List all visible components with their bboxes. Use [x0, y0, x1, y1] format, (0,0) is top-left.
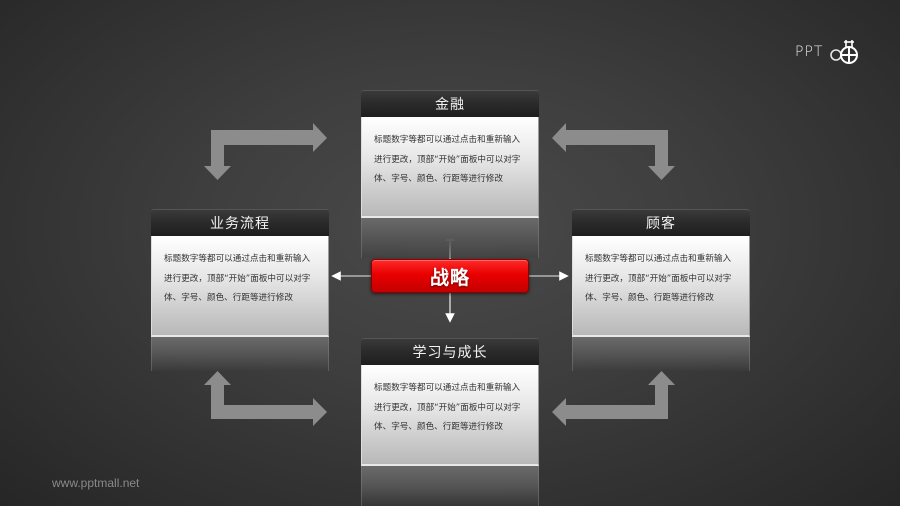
logo: PPT: [795, 36, 859, 68]
elbow-arrow-top-left-icon: [204, 123, 327, 180]
card-title: 业务流程: [151, 209, 329, 236]
elbow-arrow-bottom-left-icon: [204, 371, 327, 426]
card-reflection: [361, 466, 539, 506]
footer-url: www.pptmall.net: [52, 476, 140, 490]
card-body-text: 标题数字等都可以通过点击和重新输入进行更改，顶部“开始”面板中可以对字体、字号、…: [361, 117, 539, 218]
elbow-arrow-top-right-icon: [552, 123, 675, 180]
card-title: 学习与成长: [361, 338, 539, 365]
card-body-text: 标题数字等都可以通过点击和重新输入进行更改，顶部“开始”面板中可以对字体、字号、…: [361, 365, 539, 466]
card-title: 顾客: [572, 209, 750, 236]
card-finance: 金融 标题数字等都可以通过点击和重新输入进行更改，顶部“开始”面板中可以对字体、…: [361, 90, 539, 258]
strategy-center-button: 战略: [371, 259, 529, 293]
card-reflection: [361, 218, 539, 258]
card-body-text: 标题数字等都可以通过点击和重新输入进行更改，顶部“开始”面板中可以对字体、字号、…: [151, 236, 329, 337]
card-title: 金融: [361, 90, 539, 117]
card-learning-growth: 学习与成长 标题数字等都可以通过点击和重新输入进行更改，顶部“开始”面板中可以对…: [361, 338, 539, 506]
card-reflection: [572, 337, 750, 371]
card-customer: 顾客 标题数字等都可以通过点击和重新输入进行更改，顶部“开始”面板中可以对字体、…: [572, 209, 750, 371]
card-reflection: [151, 337, 329, 371]
elbow-arrow-bottom-right-icon: [552, 371, 675, 426]
card-body-text: 标题数字等都可以通过点击和重新输入进行更改，顶部“开始”面板中可以对字体、字号、…: [572, 236, 750, 337]
logo-text: PPT: [795, 44, 824, 60]
card-business-process: 业务流程 标题数字等都可以通过点击和重新输入进行更改，顶部“开始”面板中可以对字…: [151, 209, 329, 371]
logo-mark-icon: [830, 40, 859, 64]
